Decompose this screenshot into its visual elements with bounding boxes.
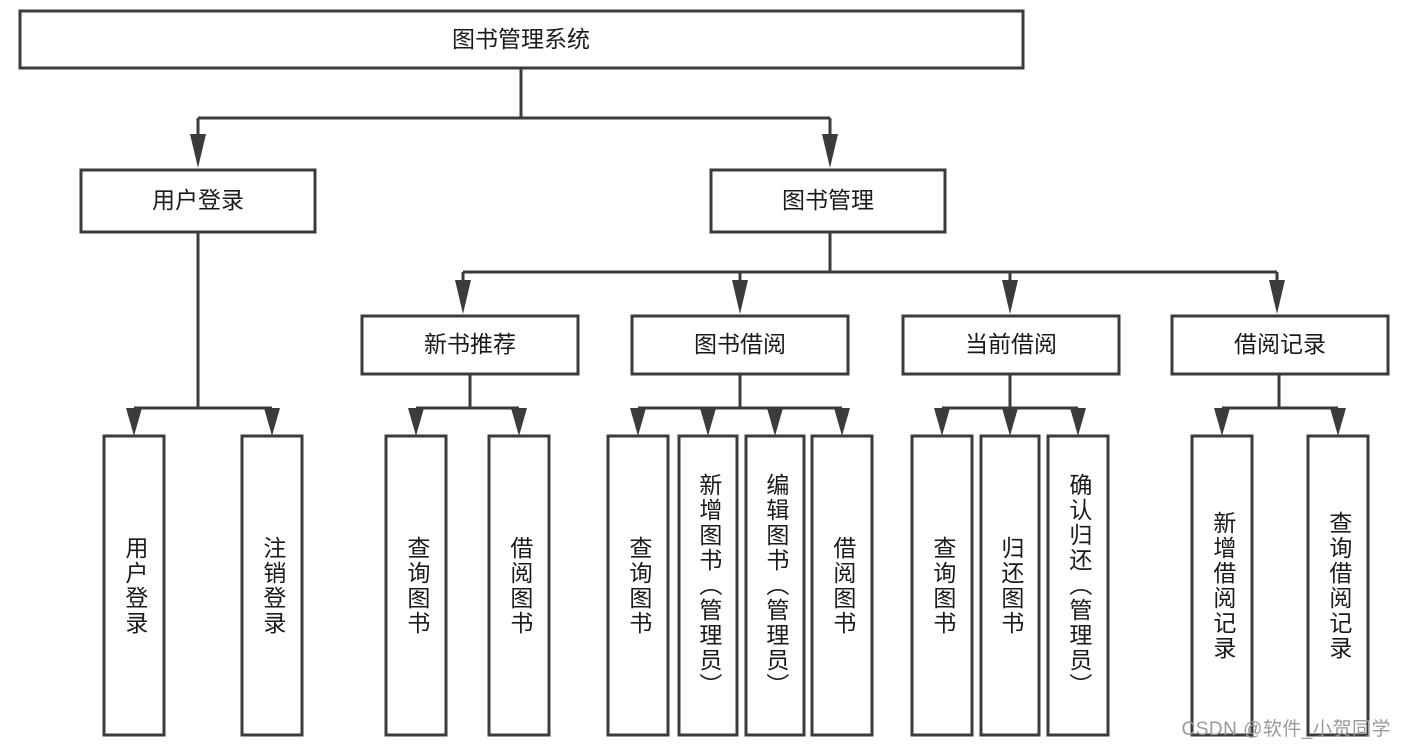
leaf-box-user-login[interactable] (102, 434, 166, 737)
arrow-head-book-borrow (732, 280, 748, 314)
leaf-box-borrow-lend[interactable] (810, 434, 874, 737)
leaf-box-logout[interactable] (240, 434, 304, 737)
node-root[interactable]: 图书管理系统 (18, 9, 1025, 70)
node-book-borrow-label: 图书借阅 (694, 331, 786, 357)
node-root-label: 图书管理系统 (452, 26, 590, 52)
arrow-head-borrowrecord-leaf-2 (1330, 408, 1346, 436)
watermark: CSDN @软件_小贺同学 (1181, 719, 1391, 740)
arrow-head-new-book-recommend (455, 280, 471, 314)
node-current-borrow-box[interactable] (901, 314, 1121, 376)
node-root-box[interactable] (18, 9, 1025, 70)
node-current-borrow[interactable]: 当前借阅 (901, 314, 1121, 376)
leaf-box-current-query[interactable] (910, 434, 974, 737)
leaf-box-current-confirm[interactable] (1046, 434, 1110, 737)
leaf-box-current-return[interactable] (979, 434, 1041, 737)
leaf-box-record-add[interactable] (1190, 434, 1254, 737)
node-book-borrow[interactable]: 图书借阅 (630, 314, 850, 376)
leaf-box-newbook-query[interactable] (384, 434, 448, 737)
arrow-head-newbook-leaf-1 (408, 408, 424, 436)
node-user-login-box[interactable] (79, 168, 317, 234)
node-new-book-recommend-label: 新书推荐 (424, 331, 516, 357)
leaf-box-borrow-query[interactable] (606, 434, 670, 737)
arrow-head-currentborrow-leaf-1 (934, 408, 950, 436)
leaf-box-record-query[interactable] (1306, 434, 1370, 737)
node-current-borrow-label: 当前借阅 (965, 331, 1057, 357)
arrow-head-currentborrow-leaf-2 (1002, 408, 1018, 436)
node-new-book-recommend-box[interactable] (360, 314, 580, 376)
node-borrow-record-box[interactable] (1170, 314, 1390, 376)
node-book-management[interactable]: 图书管理 (709, 168, 947, 234)
node-new-book-recommend[interactable]: 新书推荐 (360, 314, 580, 376)
node-user-login[interactable]: 用户登录 (79, 168, 317, 234)
node-borrow-record[interactable]: 借阅记录 (1170, 314, 1390, 376)
node-book-management-box[interactable] (709, 168, 947, 234)
arrow-head-borrowrecord-leaf-1 (1214, 408, 1230, 436)
leaf-box-newbook-borrow[interactable] (487, 434, 551, 737)
arrow-head-borrow-record (1269, 280, 1285, 314)
arrow-head-current-borrow (1002, 280, 1018, 314)
arrow-head-user-login (190, 134, 206, 168)
node-book-management-label: 图书管理 (782, 187, 874, 213)
arrow-head-logout-leaf (264, 408, 280, 436)
arrow-head-bookborrow-leaf-4 (834, 408, 850, 436)
node-borrow-record-label: 借阅记录 (1234, 331, 1326, 357)
leaf-box-borrow-add[interactable] (677, 434, 739, 737)
connector-group (126, 68, 1346, 436)
arrow-head-book-mgmt (822, 134, 838, 168)
arrow-head-user-login-leaf (126, 408, 142, 436)
arrow-head-newbook-leaf-2 (511, 408, 527, 436)
node-user-login-label: 用户登录 (152, 187, 244, 213)
arrow-head-currentborrow-leaf-3 (1070, 408, 1086, 436)
node-book-borrow-box[interactable] (630, 314, 850, 376)
arrow-head-bookborrow-leaf-3 (767, 408, 783, 436)
arrow-head-bookborrow-leaf-2 (700, 408, 716, 436)
leaf-box-borrow-edit[interactable] (744, 434, 806, 737)
arrow-head-bookborrow-leaf-1 (630, 408, 646, 436)
